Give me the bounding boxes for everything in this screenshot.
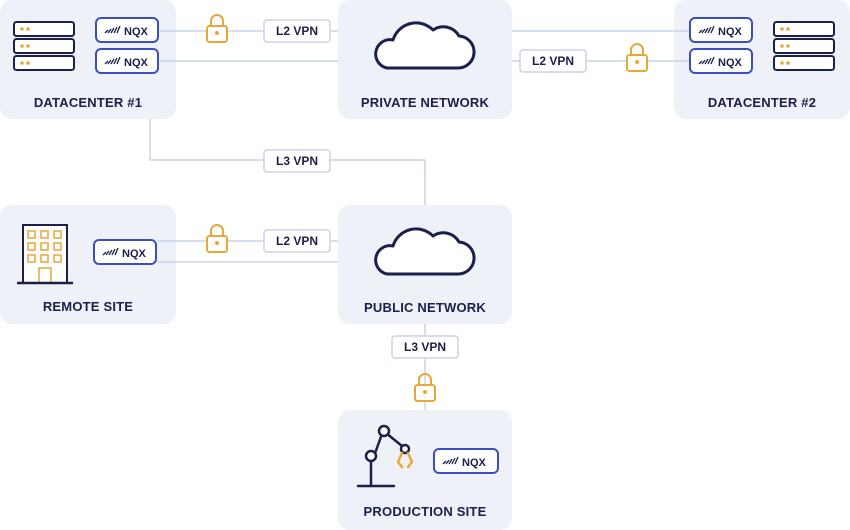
vpn-label-public-production: L3 VPN: [391, 335, 459, 359]
nqx-label: NQX: [122, 248, 147, 260]
padlock-icon: [206, 14, 228, 43]
padlock-icon: [206, 224, 228, 253]
node-label-datacenter-1: DATACENTER #1: [34, 95, 142, 110]
nqx-label: NQX: [462, 457, 487, 469]
production-site-panel: [338, 410, 512, 530]
vpn-label-private-dc2: L2 VPN: [519, 49, 587, 73]
node-label-private-network: PRIVATE NETWORK: [361, 95, 490, 110]
nqx-label: NQX: [124, 26, 149, 38]
robotic-arm-icon: [356, 424, 414, 488]
nqx-device-icon: NQX: [689, 17, 753, 43]
nqx-label: NQX: [124, 57, 149, 69]
nqx-label: NQX: [718, 26, 743, 38]
nqx-device-icon: NQX: [689, 48, 753, 74]
node-label-production-site: PRODUCTION SITE: [364, 504, 487, 519]
nqx-device-icon: NQX: [93, 239, 157, 265]
vpn-label-dc1-public: L3 VPN: [263, 149, 331, 173]
node-label-public-network: PUBLIC NETWORK: [364, 300, 486, 315]
office-building-icon: [17, 224, 73, 285]
node-label-remote-site: REMOTE SITE: [43, 299, 133, 314]
nqx-device-icon: NQX: [95, 48, 159, 74]
vpn-label-text: L3 VPN: [404, 340, 446, 354]
nqx-label: NQX: [718, 57, 743, 69]
server-rack-icon: [773, 21, 835, 71]
vpn-label-dc1-private: L2 VPN: [263, 19, 331, 43]
padlock-icon: [626, 43, 648, 72]
nqx-device-icon: NQX: [95, 17, 159, 43]
vpn-label-text: L2 VPN: [532, 54, 574, 68]
vpn-label-remote-public: L2 VPN: [263, 229, 331, 253]
server-rack-icon: [13, 21, 75, 71]
vpn-label-text: L2 VPN: [276, 24, 318, 38]
connection-lines: [149, 30, 690, 410]
vpn-label-text: L2 VPN: [276, 234, 318, 248]
nqx-device-icon: NQX: [433, 448, 499, 474]
node-label-datacenter-2: DATACENTER #2: [708, 95, 816, 110]
vpn-label-text: L3 VPN: [276, 154, 318, 168]
